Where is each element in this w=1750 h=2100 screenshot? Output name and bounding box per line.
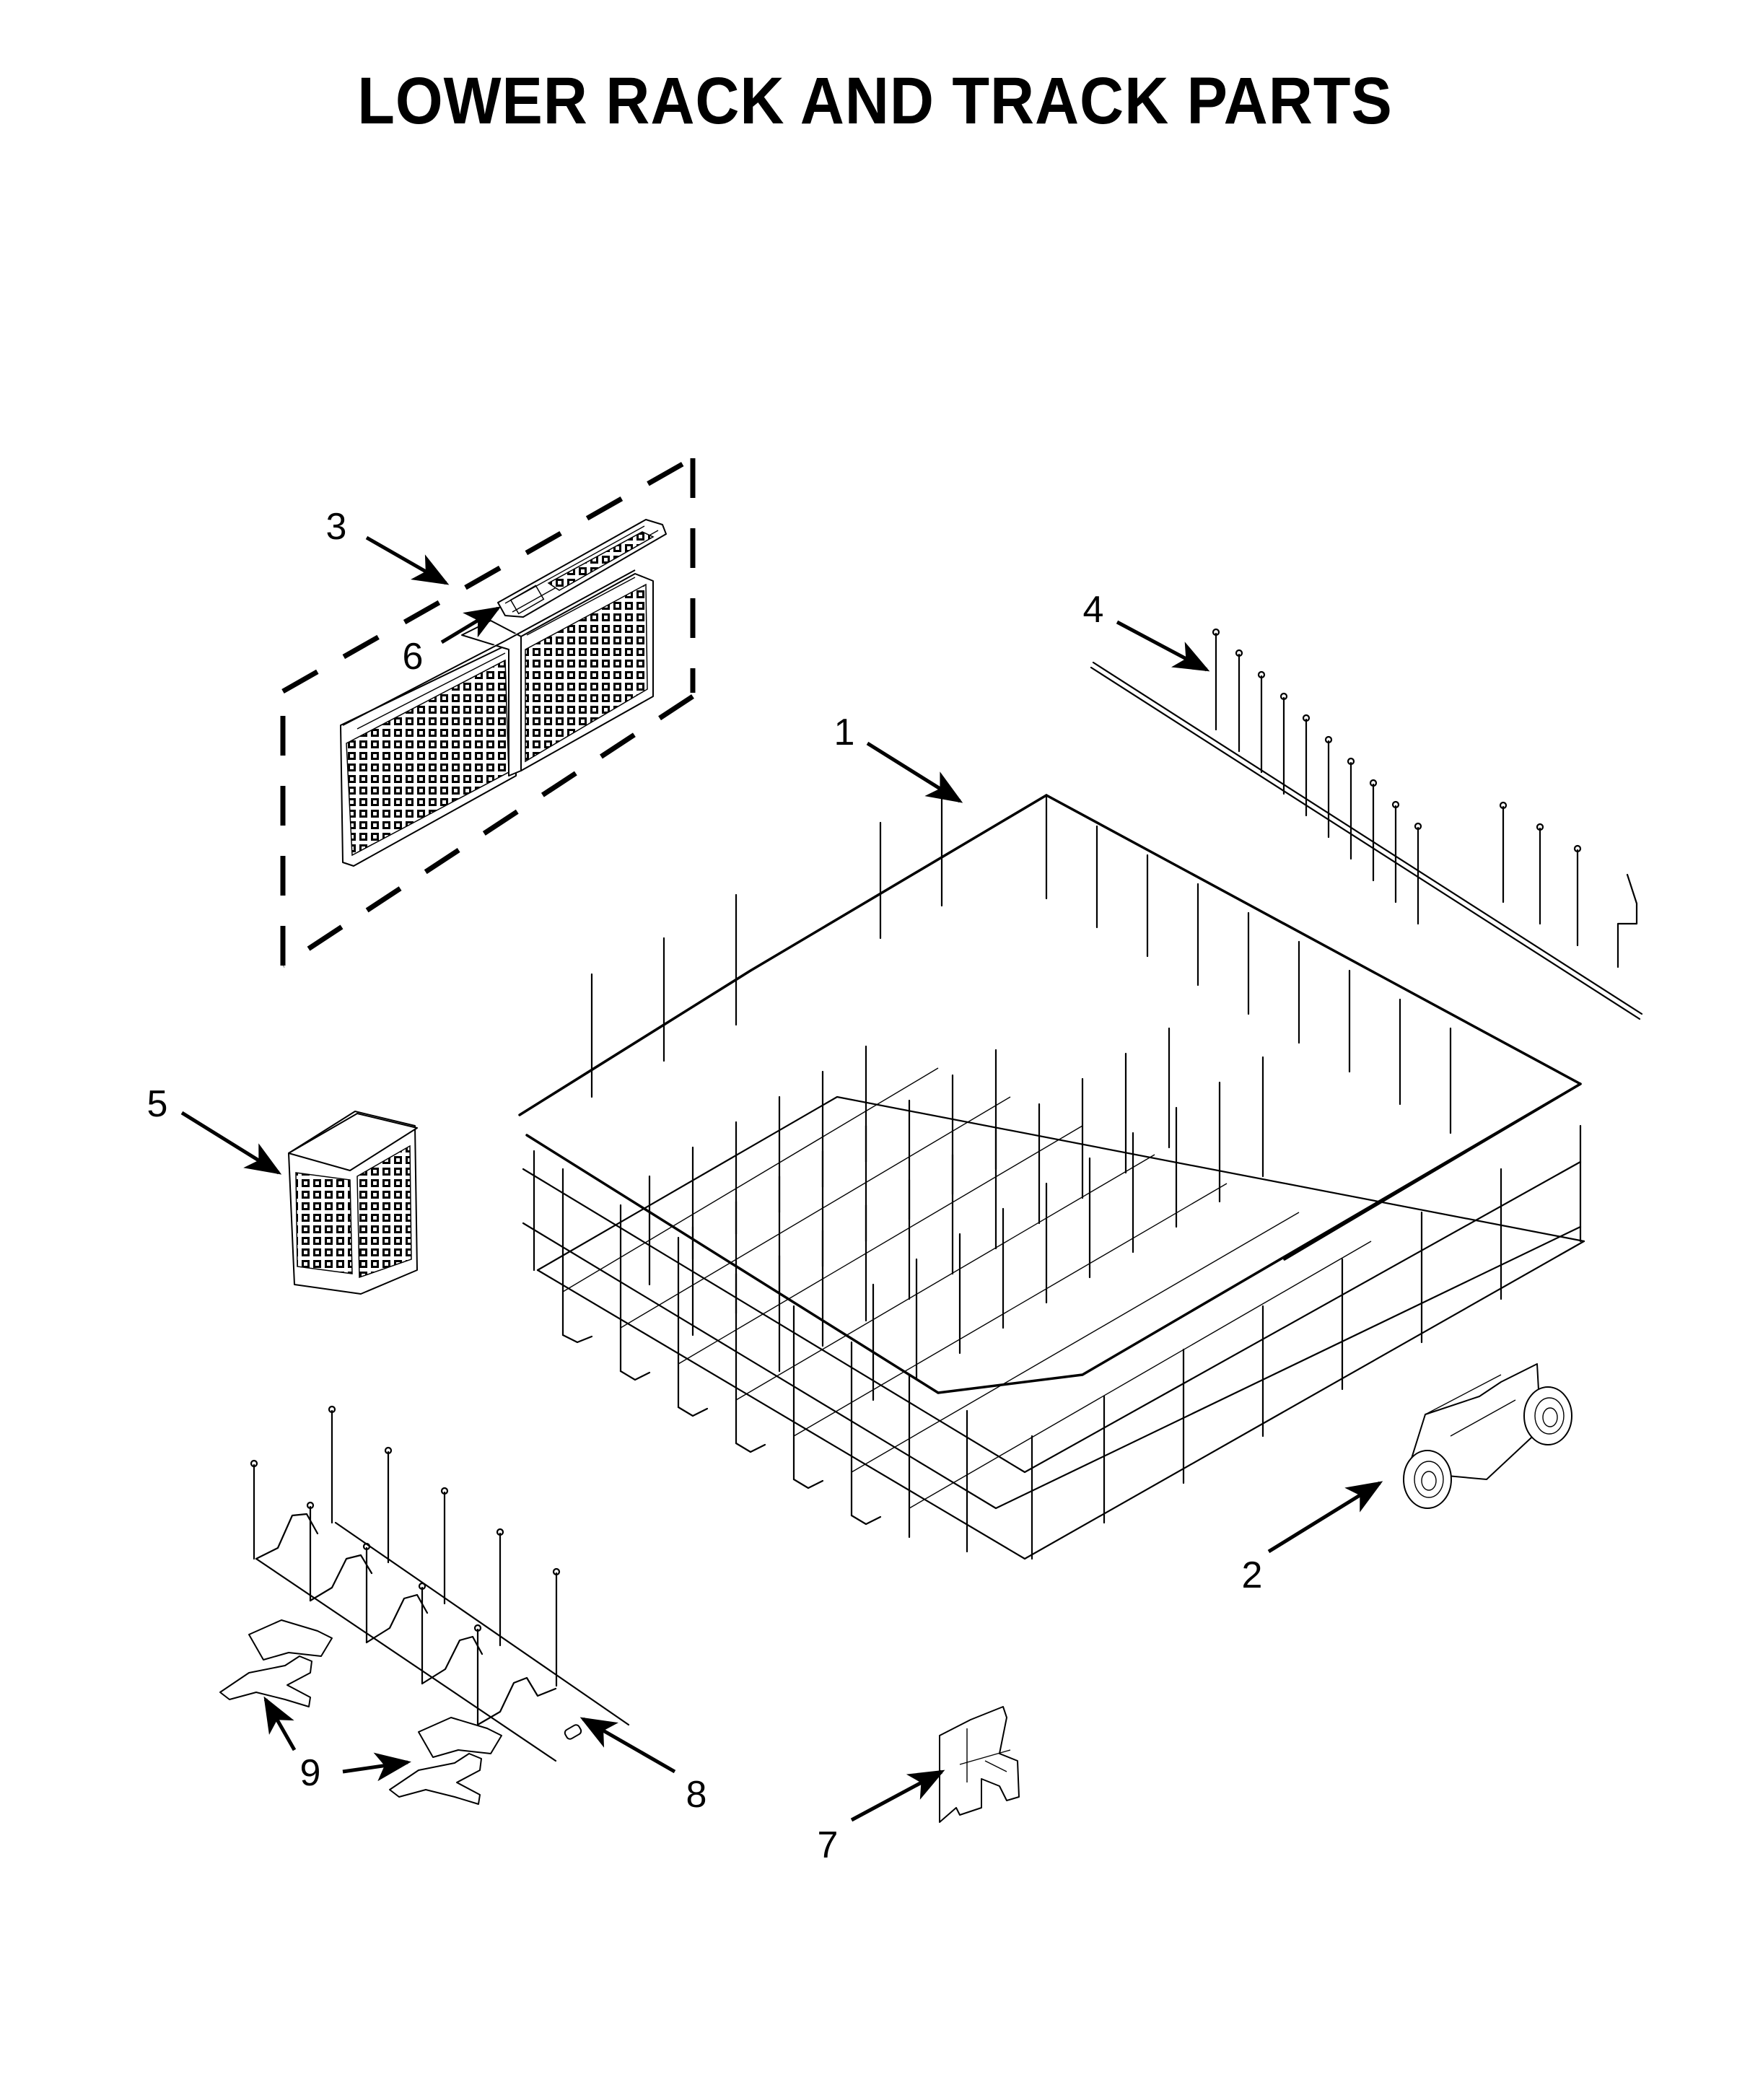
tine-pivot-clip-part-a[interactable] [219, 1619, 333, 1707]
callout-9[interactable]: 9 [299, 1752, 321, 1794]
callout-4[interactable]: 4 [1082, 589, 1104, 631]
callout-1[interactable]: 1 [834, 712, 855, 753]
callout-6[interactable]: 6 [402, 636, 424, 678]
callout-8[interactable]: 8 [686, 1774, 707, 1816]
tine-row-part[interactable] [1090, 628, 1643, 1020]
silverware-basket-assembly-box [280, 455, 696, 968]
callout-3[interactable]: 3 [325, 506, 347, 548]
wheel-assembly-part[interactable] [1403, 1363, 1572, 1509]
callout-leaders [180, 535, 1383, 1822]
basket-lid-part[interactable] [497, 519, 667, 618]
callout-5[interactable]: 5 [146, 1083, 168, 1125]
tine-pivot-clip-part-b[interactable] [389, 1717, 502, 1805]
fold-down-tine-row-part[interactable] [250, 1405, 630, 1762]
page-title: LOWER RACK AND TRACK PARTS [357, 64, 1393, 138]
track-stop-clip-part[interactable] [939, 1706, 1020, 1823]
lower-dishrack-part[interactable] [518, 792, 1585, 1560]
callout-7[interactable]: 7 [817, 1824, 839, 1866]
callout-2[interactable]: 2 [1241, 1554, 1263, 1596]
silverware-basket-part[interactable] [340, 569, 654, 867]
small-basket-part[interactable] [288, 1111, 418, 1295]
